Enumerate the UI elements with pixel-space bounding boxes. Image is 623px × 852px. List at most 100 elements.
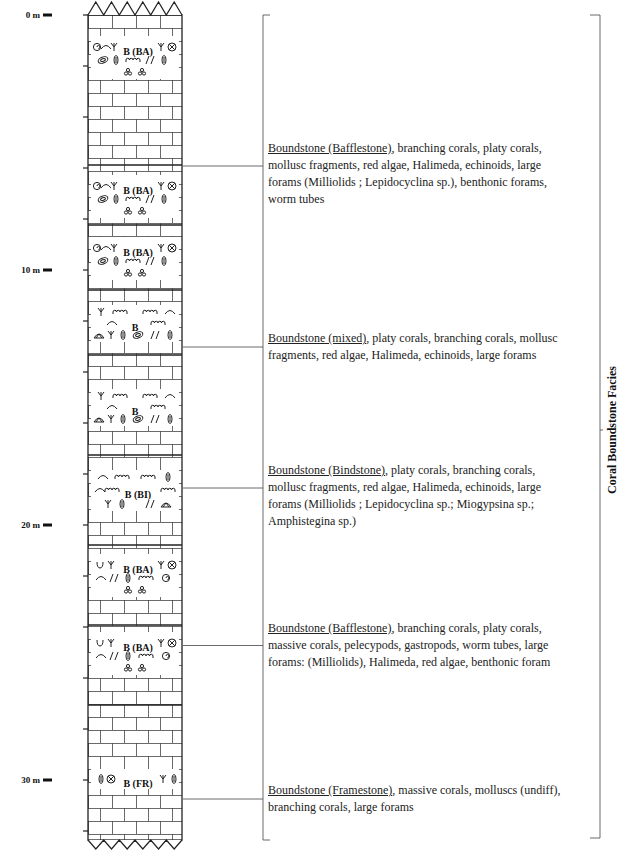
fossil-symbol [97, 562, 103, 568]
lithology-code: B (BA) [123, 46, 153, 57]
symbol-fill [94, 334, 104, 338]
symbol-stroke [116, 196, 117, 202]
symbol-stroke [138, 668, 141, 671]
symbol-stroke [105, 488, 119, 492]
facies-description: Boundstone (Framestone), massive corals,… [268, 782, 568, 816]
symbol-stroke [138, 273, 141, 276]
leader-line [183, 166, 263, 167]
fossil-symbol [108, 331, 114, 339]
symbol-stroke [101, 46, 111, 50]
fossil-symbol [151, 331, 159, 339]
symbol-stroke [169, 245, 175, 251]
symbol-stroke [146, 195, 154, 203]
fossil-symbol [101, 46, 111, 50]
bed-label-row: B (BA) [91, 41, 185, 59]
bed-label-row: B (FR) [91, 773, 185, 791]
symbol-stroke [100, 58, 106, 62]
symbol-stroke [116, 258, 117, 264]
fossil-symbol [126, 58, 140, 62]
symbol-stroke [97, 46, 100, 49]
fossil-symbol [151, 405, 165, 409]
symbol-fill [161, 503, 171, 507]
depth-minor-tick [83, 728, 88, 729]
depth-minor-tick [83, 575, 88, 576]
bed-artwork [91, 769, 179, 789]
symbol-stroke [168, 561, 176, 569]
symbol-stroke [96, 334, 102, 338]
symbol-stroke [126, 197, 140, 201]
symbol-stroke [128, 211, 131, 214]
symbol-stroke [168, 244, 176, 252]
symbol-stroke [100, 259, 106, 263]
fossil-symbol [94, 334, 104, 338]
beds-group [88, 36, 182, 789]
fossil-symbol [94, 418, 104, 422]
symbol-stroke [121, 415, 125, 424]
symbol-stroke [99, 775, 103, 784]
fossil-symbol [98, 392, 104, 400]
symbol-stroke [166, 473, 170, 482]
symbol-stroke [101, 776, 102, 782]
symbol-stroke [143, 394, 157, 398]
lithology-code: B (BA) [123, 564, 153, 575]
symbol-stroke [95, 489, 105, 493]
leader-line [183, 347, 263, 348]
fossil-symbol [146, 56, 154, 64]
fossil-symbol [138, 664, 145, 671]
fossil-symbol [138, 68, 145, 75]
symbol-stroke [97, 256, 108, 265]
symbol-stroke [126, 259, 140, 263]
fossil-symbol [124, 68, 131, 75]
symbol-fill [94, 418, 104, 422]
fossil-symbol [165, 311, 175, 315]
fossil-symbol [93, 182, 100, 189]
symbol-stroke [139, 654, 153, 658]
bed-boundary [88, 544, 182, 545]
symbol-stroke [128, 590, 131, 593]
bed-box: B (BA) [88, 225, 182, 290]
symbol-stroke [162, 56, 166, 65]
symbol-stroke [128, 668, 131, 671]
symbol-stroke [170, 332, 171, 338]
symbol-stroke [128, 273, 131, 276]
fossil-symbol [93, 43, 100, 50]
fossil-symbol [97, 256, 108, 265]
fossil-symbol [97, 194, 108, 203]
symbol-stroke [174, 776, 175, 782]
symbol-stroke [122, 501, 123, 507]
fossil-symbol [138, 269, 145, 276]
fossil-symbol [114, 56, 118, 65]
fossil-symbol [124, 586, 131, 593]
depth-label: 0 m [26, 10, 40, 21]
symbol-stroke [123, 416, 124, 422]
symbol-stroke [105, 500, 111, 508]
fossil-symbol [168, 43, 176, 51]
symbol-stroke [170, 416, 171, 422]
fossil-symbol [168, 639, 176, 647]
symbol-stroke [107, 406, 117, 410]
symbol-stroke [107, 322, 117, 326]
top-break-zigzag [88, 2, 182, 15]
symbol-stroke [169, 183, 175, 189]
fossil-symbol [107, 406, 117, 410]
symbol-stroke [128, 575, 129, 581]
fossil-symbol [143, 394, 157, 398]
fossil-symbol [95, 489, 105, 493]
bed-box: B (FR) [88, 705, 182, 840]
fossil-symbol [110, 652, 118, 660]
symbol-stroke [151, 405, 165, 409]
symbol-stroke [138, 590, 141, 593]
fossil-symbol [113, 394, 127, 398]
bed-label-row: B (BA) [91, 180, 185, 198]
symbol-stroke [168, 182, 176, 190]
symbol-stroke [114, 195, 118, 204]
symbol-stroke [140, 269, 143, 272]
symbol-stroke [96, 655, 106, 659]
symbol-stroke [107, 775, 115, 783]
symbol-stroke [113, 394, 127, 398]
fossil-symbol [168, 415, 172, 424]
symbol-stroke [121, 331, 125, 340]
symbol-stroke [93, 244, 100, 251]
fossil-symbol [96, 577, 106, 581]
fossil-symbol [146, 500, 154, 508]
